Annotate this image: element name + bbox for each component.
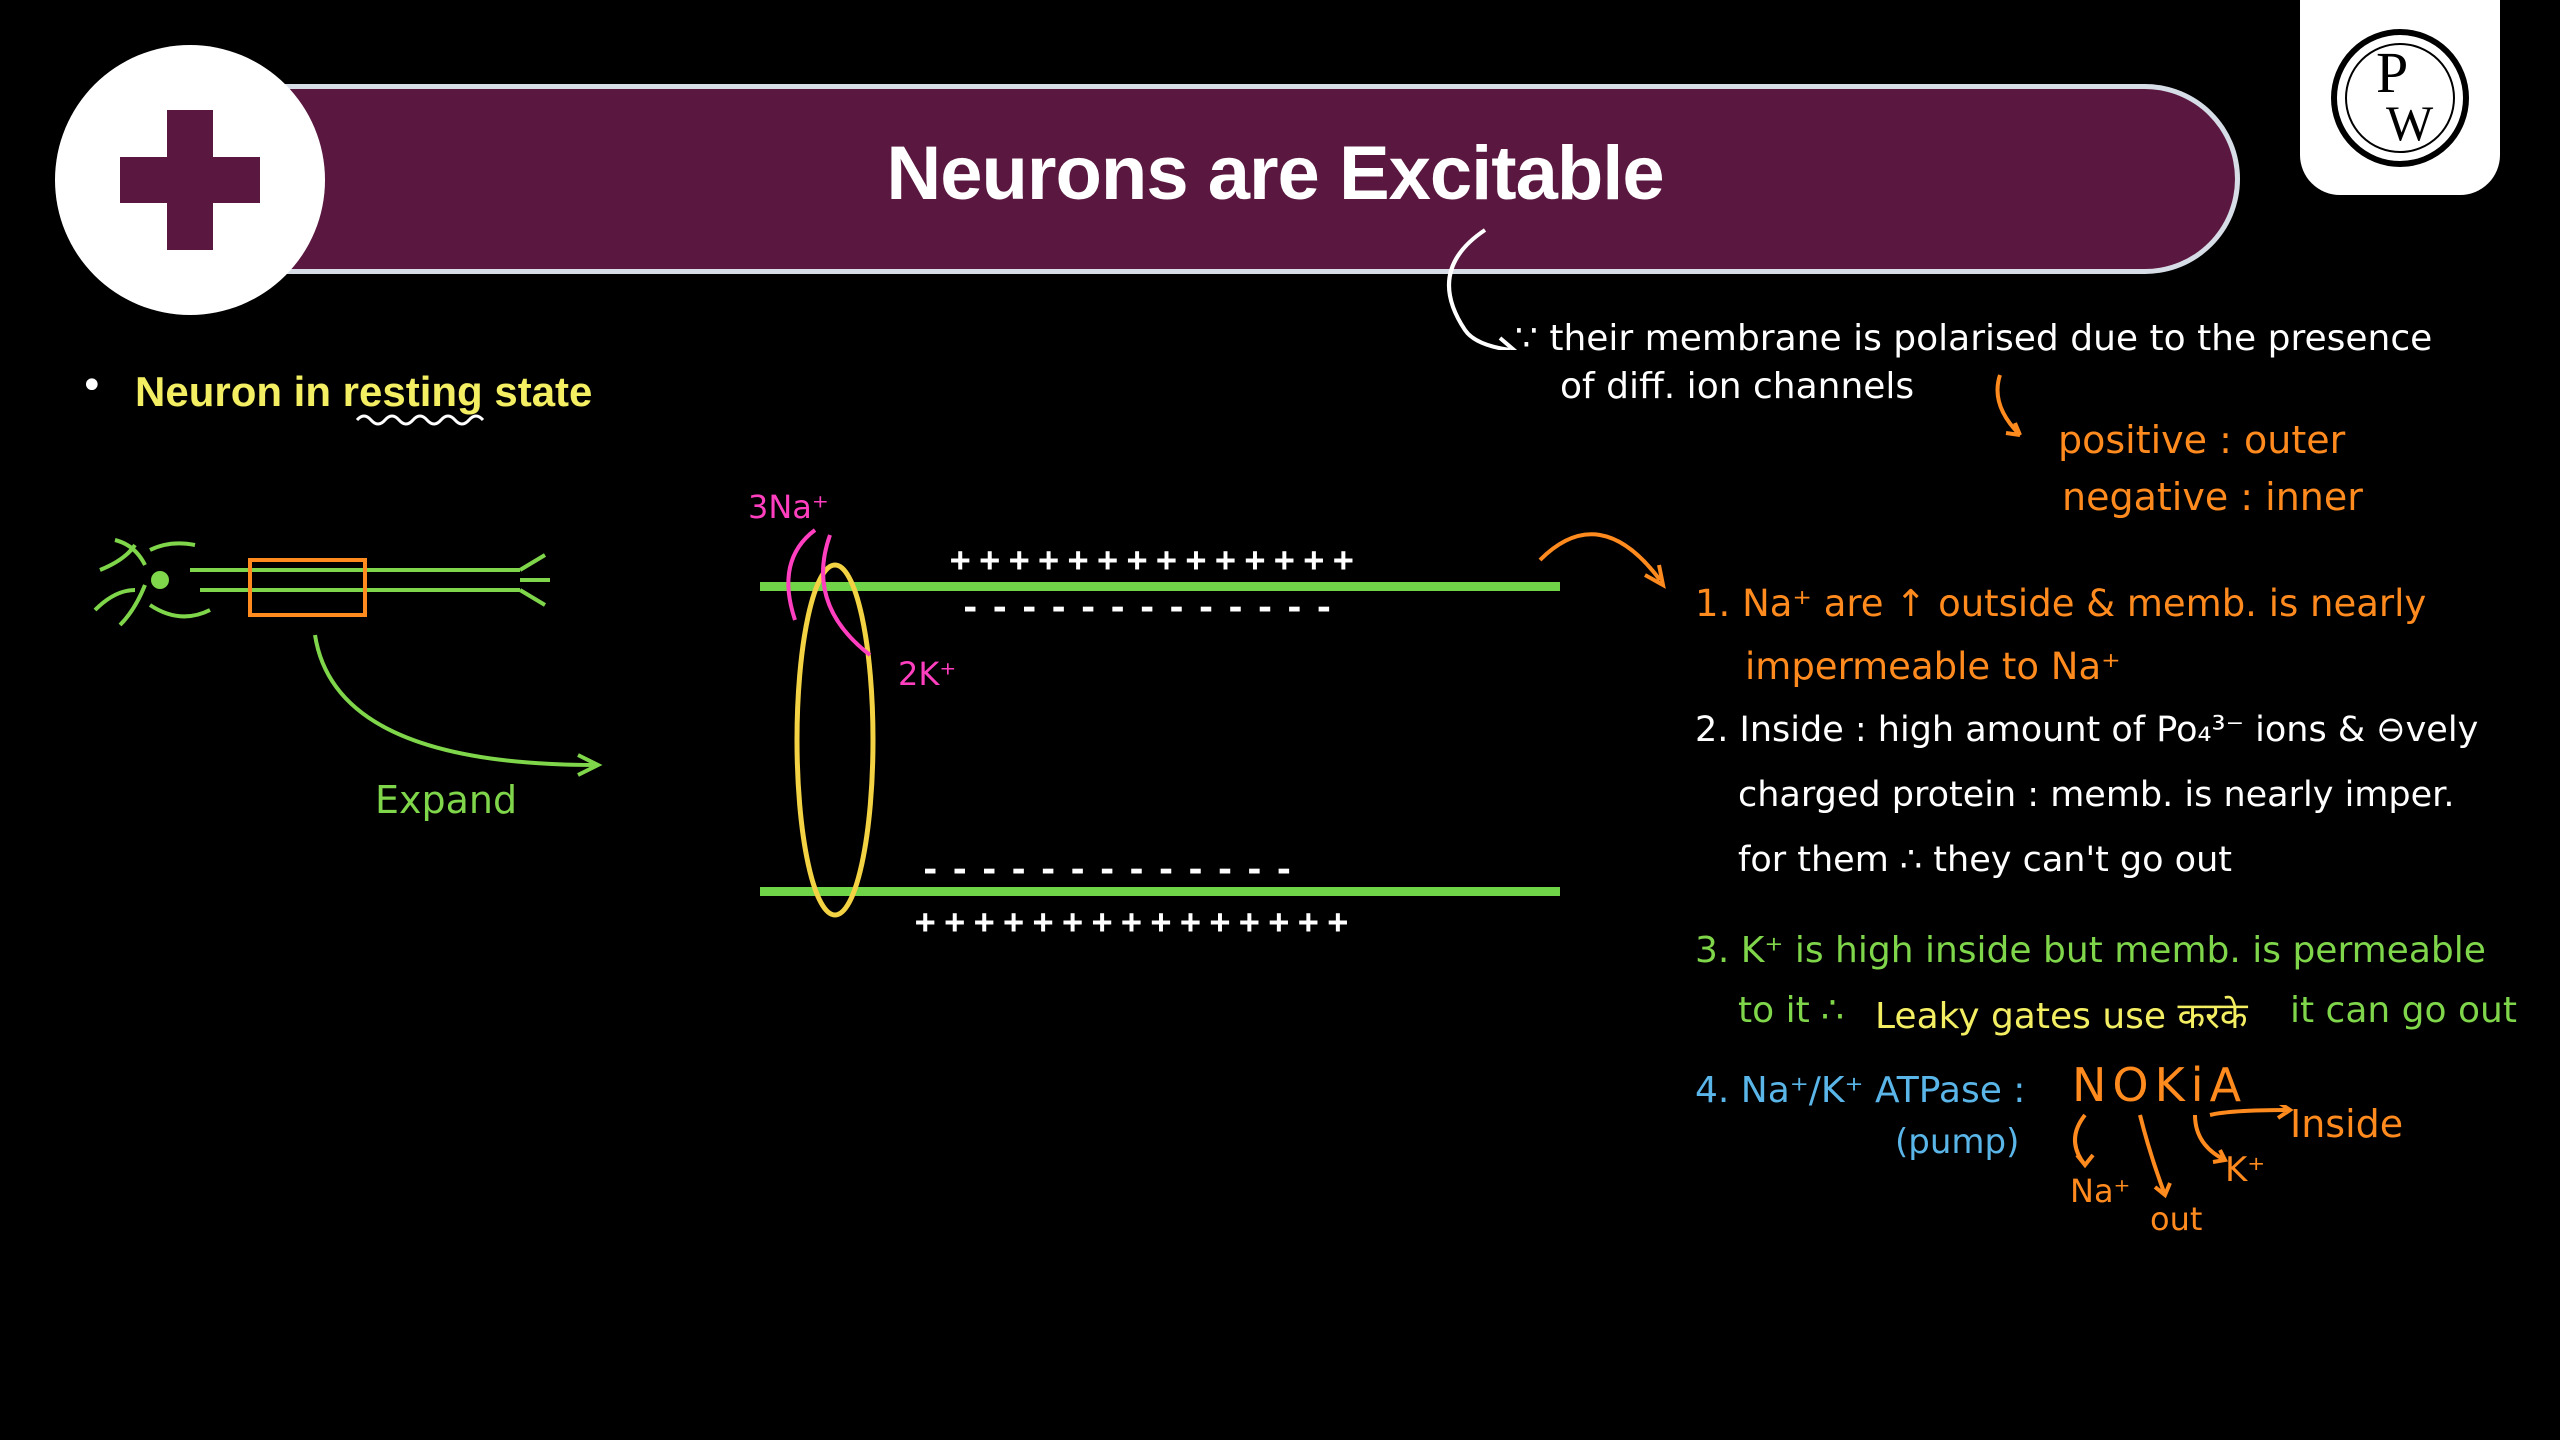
point-2-line-3: for them ∴ they can't go out bbox=[1738, 840, 2232, 880]
plus-charges-bottom: +++++++++++++++ bbox=[915, 902, 1358, 942]
logo-badge bbox=[55, 45, 325, 315]
point-1-line-1: 1. Na⁺ are ↑ outside & memb. is nearly bbox=[1695, 582, 2427, 625]
bullet-marker: • bbox=[80, 363, 104, 409]
k-label: 2K⁺ bbox=[898, 655, 957, 693]
minus-charges-bottom: ------------- bbox=[920, 850, 1304, 890]
small-arrow bbox=[1995, 374, 2022, 437]
negative-inner: negative : inner bbox=[2062, 475, 2363, 519]
wavy-underline bbox=[355, 414, 485, 426]
minus-charges-top: ------------- bbox=[960, 588, 1344, 628]
point-1-line-2: impermeable to Na⁺ bbox=[1745, 645, 2121, 688]
title-banner bbox=[240, 84, 2240, 274]
out-label: out bbox=[2150, 1200, 2203, 1238]
bullet-text: Neuron in resting state bbox=[135, 368, 593, 415]
pw-logo-icon: P W bbox=[2331, 29, 2469, 167]
na-out-label: Na⁺ bbox=[2070, 1172, 2131, 1210]
point-2-line-1: 2. Inside : high amount of Po₄³⁻ ions & … bbox=[1695, 710, 2479, 750]
plus-charges-top: ++++++++++++++ bbox=[950, 540, 1363, 580]
svg-text:P: P bbox=[2376, 40, 2408, 105]
point-4-pump: (pump) bbox=[1895, 1122, 2020, 1162]
point-3-line-2c: it can go out bbox=[2290, 990, 2517, 1031]
reason-line-1: ∵ their membrane is polarised due to the… bbox=[1515, 318, 2433, 359]
point-4-label: 4. Na⁺/K⁺ ATPase : bbox=[1695, 1070, 2026, 1111]
curved-arrow bbox=[1447, 228, 1518, 350]
positive-outer: positive : outer bbox=[2058, 418, 2346, 462]
na-label: 3Na⁺ bbox=[748, 488, 829, 526]
svg-text:W: W bbox=[2386, 95, 2434, 151]
point-3-line-2a: to it ∴ bbox=[1738, 990, 1845, 1031]
inside-label: Inside bbox=[2290, 1102, 2404, 1146]
page-title: Neurons are Excitable bbox=[886, 131, 1664, 216]
nokia-arrows bbox=[2073, 1105, 2294, 1199]
nokia-mnemonic: NOKiA bbox=[2072, 1058, 2248, 1112]
reason-line-2: of diff. ion channels bbox=[1560, 366, 1915, 407]
plus-cross-icon bbox=[120, 110, 260, 250]
membrane-diagram bbox=[760, 528, 1666, 918]
expand-label: Expand bbox=[375, 778, 518, 822]
neuron-sketch bbox=[93, 538, 603, 777]
point-3-line-2b: Leaky gates use करके bbox=[1875, 996, 2248, 1037]
point-2-line-2: charged protein : memb. is nearly imper. bbox=[1738, 775, 2455, 815]
k-inside-label: K⁺ bbox=[2225, 1150, 2266, 1190]
point-3-line-1: 3. K⁺ is high inside but memb. is permea… bbox=[1695, 930, 2486, 971]
brand-tab: P W bbox=[2300, 0, 2500, 195]
